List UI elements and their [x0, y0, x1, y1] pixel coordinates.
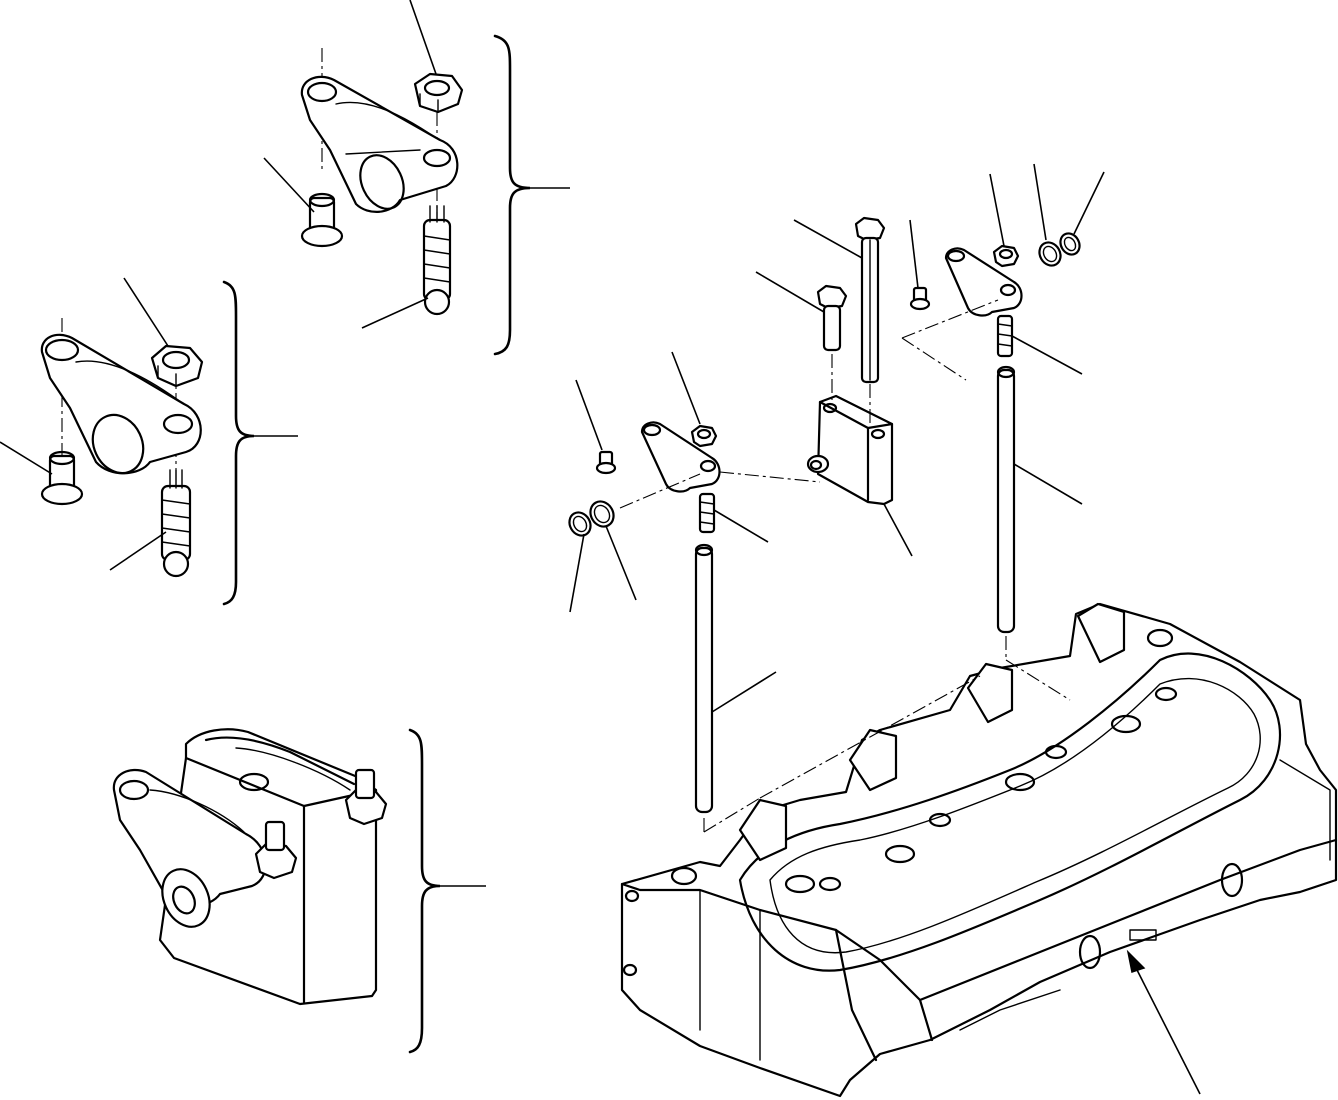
- valve-train-cylinder-1: [568, 351, 821, 832]
- leader-line: [1033, 163, 1047, 241]
- long-bolt: [854, 216, 886, 384]
- support-block: [806, 394, 894, 506]
- lock-nut: [254, 820, 298, 880]
- rocker-arm-small: [640, 421, 721, 493]
- head-edge: [918, 838, 1338, 1002]
- rocker-arm-small: [944, 247, 1023, 317]
- centerline: [719, 471, 821, 483]
- leader-line: [989, 173, 1005, 247]
- bolt-hole: [1220, 862, 1244, 898]
- circlip: [1059, 232, 1081, 256]
- indicator-arrow: [1126, 949, 1201, 1095]
- pivot-bolt-small: [909, 286, 931, 311]
- head-edge: [959, 989, 1061, 1031]
- centerline: [901, 299, 999, 339]
- rocker-cover-gasket-face: [738, 652, 1282, 972]
- leader-line: [0, 441, 53, 475]
- bolt-hole: [622, 963, 638, 977]
- bolt-hole: [238, 772, 270, 792]
- adjusting-screw-small: [996, 314, 1014, 358]
- bolt-hole: [670, 866, 698, 886]
- rocker-pedestals: [738, 602, 1126, 862]
- leader-line: [361, 297, 429, 329]
- head-edge: [1279, 759, 1331, 861]
- pivot-bolt-small: [595, 450, 617, 475]
- rocker-arm-assembly-top: [263, 0, 570, 356]
- group-brace: [493, 34, 531, 356]
- leader-line: [109, 531, 167, 571]
- push-rod: [694, 543, 714, 814]
- lock-nut: [413, 72, 464, 114]
- group-brace: [408, 728, 441, 1054]
- valve-ports: [784, 686, 1178, 894]
- leader-line: [755, 271, 825, 313]
- centerline: [901, 337, 967, 381]
- leader-line: [575, 379, 603, 451]
- bolt-hole: [1146, 628, 1174, 648]
- circlip: [568, 511, 592, 537]
- pivot-bolt: [300, 192, 344, 248]
- lock-nut: [150, 344, 204, 388]
- leader-line: [793, 219, 863, 259]
- leader-line: [711, 671, 777, 713]
- bolt-hole: [624, 889, 640, 903]
- rocker-support-block-parts: [755, 216, 913, 557]
- leader-line: [1073, 171, 1105, 235]
- leader-line: [1013, 463, 1083, 505]
- leader-line: [1011, 335, 1083, 375]
- leader-line: [409, 0, 437, 75]
- bolt-hole: [1078, 934, 1102, 970]
- head-edge: [834, 928, 878, 1062]
- block-edge: [204, 736, 356, 786]
- shaft-bore: [172, 885, 196, 915]
- lock-nut-small: [690, 424, 718, 448]
- lock-nut: [344, 768, 388, 826]
- valve-train-cylinder-2: [901, 163, 1105, 660]
- lock-nut-small: [992, 244, 1020, 268]
- arm-hole: [118, 779, 150, 801]
- leader-line: [883, 503, 913, 557]
- rocker-arm: [40, 333, 202, 475]
- arm-rib: [235, 747, 351, 791]
- short-bolt: [816, 284, 848, 352]
- adjusting-screw: [422, 205, 452, 316]
- assembly-line: [1005, 659, 1071, 701]
- head-slot: [1129, 929, 1157, 941]
- washer: [1038, 241, 1062, 267]
- adjusting-screw-small: [698, 492, 716, 534]
- arm-rib: [149, 789, 245, 833]
- leader-line: [123, 277, 169, 347]
- head-outline: [620, 602, 1338, 1098]
- pivot-bolt: [40, 450, 84, 506]
- rocker-arm-assembly-middle: [0, 277, 298, 606]
- rocker-arm: [300, 75, 459, 213]
- assembly-line: [759, 675, 981, 799]
- head-edge: [620, 882, 934, 1042]
- leader-line: [671, 351, 701, 425]
- rocker-support-assembly: [112, 728, 486, 1054]
- leader-line: [909, 219, 919, 289]
- leader-line: [605, 525, 637, 601]
- centerline: [619, 473, 701, 509]
- cylinder-head: [620, 602, 1338, 1098]
- leader-line: [263, 157, 315, 213]
- group-brace: [222, 280, 255, 606]
- assembly-line: [703, 797, 761, 833]
- washer: [589, 500, 615, 528]
- arm-shaft-end: [161, 868, 211, 928]
- leader-line: [713, 509, 769, 543]
- push-rod: [996, 365, 1016, 634]
- leader-line: [569, 533, 585, 613]
- adjusting-screw: [160, 469, 192, 578]
